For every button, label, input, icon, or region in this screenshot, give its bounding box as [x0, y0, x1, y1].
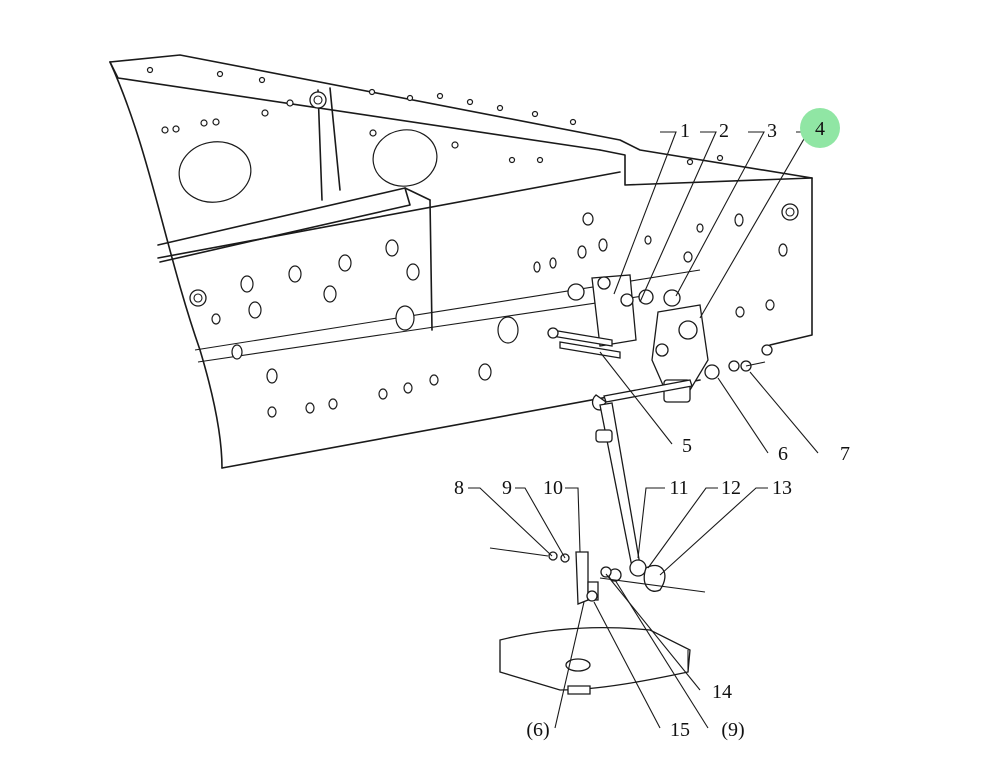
callout-3: 3 — [767, 120, 777, 142]
callout-13: 13 — [772, 477, 792, 499]
callout-6-ref: (6) — [526, 719, 549, 741]
frame-bolt — [781, 203, 799, 221]
callout-9: 9 — [502, 477, 512, 499]
leader-lines — [468, 131, 819, 729]
callout-7: 7 — [840, 443, 850, 465]
callout-2: 2 — [719, 120, 729, 142]
callout-labels: 1 2 3 4 5 6 7 8 9 10 11 12 13 14 15 (6) … — [454, 118, 850, 741]
callout-6: 6 — [778, 443, 788, 465]
callout-12: 12 — [721, 477, 741, 499]
rivet-row — [146, 66, 724, 166]
callout-14: 14 — [712, 681, 732, 703]
callout-8: 8 — [454, 477, 464, 499]
callout-9-ref: (9) — [721, 719, 744, 741]
callout-11: 11 — [669, 477, 688, 499]
callout-10: 10 — [543, 477, 563, 499]
axle-bracket — [575, 551, 589, 605]
frame-rail — [109, 54, 813, 469]
axle-mount — [499, 626, 691, 691]
callout-1: 1 — [680, 120, 690, 142]
bracket-plate — [591, 274, 637, 347]
link-rod — [599, 402, 641, 568]
callout-4: 4 — [815, 118, 825, 140]
rod-end — [629, 559, 647, 577]
callout-5: 5 — [682, 435, 692, 457]
frame-bolt — [309, 91, 327, 109]
valve-assembly — [489, 274, 766, 695]
frame-bolt — [761, 344, 773, 356]
valve-lever — [603, 379, 693, 403]
callout-highlight — [800, 108, 840, 148]
callout-15: 15 — [670, 719, 690, 741]
frame-bolt — [189, 289, 207, 307]
